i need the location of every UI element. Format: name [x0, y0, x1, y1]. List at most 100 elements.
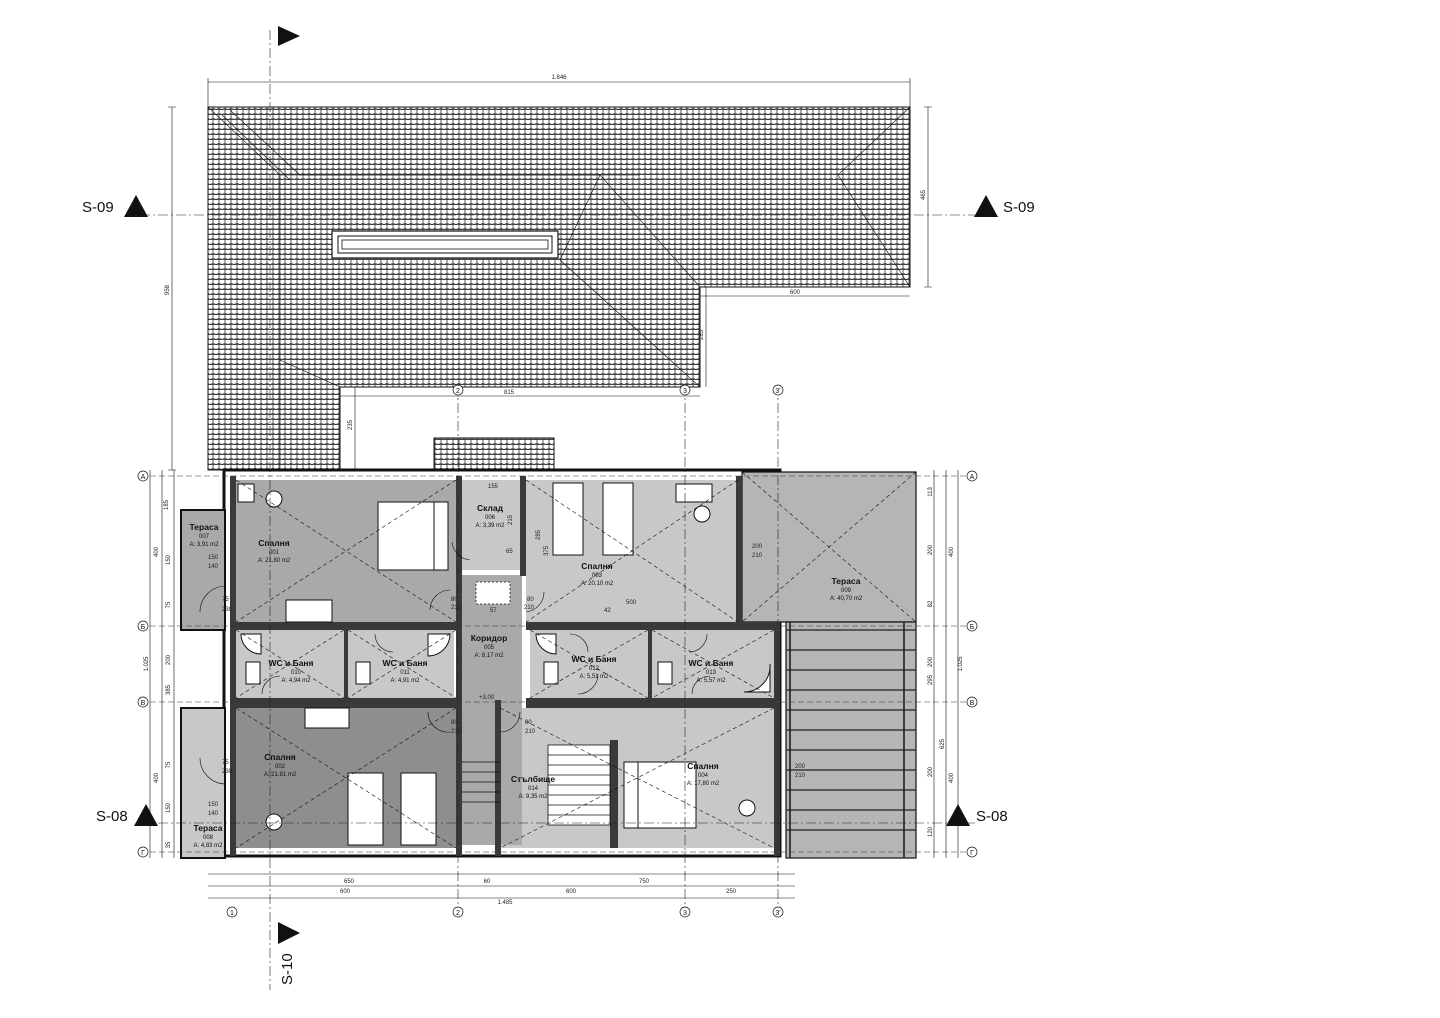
room-name: Тераса [190, 522, 219, 532]
door-mark: 75 [222, 597, 229, 603]
room-number: 010 [291, 670, 302, 676]
axis-label: Б [141, 624, 146, 631]
door-mark: 75 [222, 760, 229, 766]
dim-text: 150 [166, 554, 172, 565]
room-area: A: 8,17 m2 [474, 653, 504, 659]
door-mark: 200 [752, 544, 763, 550]
door-mark: 80 [527, 597, 534, 603]
room-area: A: 4,91 m2 [390, 678, 420, 684]
room-area: A: 40,70 m2 [830, 596, 863, 602]
door-mark: 210 [524, 605, 535, 611]
door-mark: 80 [451, 597, 458, 603]
room-area: A: 17,80 m2 [687, 781, 720, 787]
dim-text: 600 [340, 889, 351, 895]
floor-plate [180, 468, 917, 859]
dim-text: 815 [504, 390, 515, 396]
dim-text: 120 [928, 826, 934, 837]
dim-text: 82 [928, 600, 934, 607]
dim-text: 200 [928, 544, 934, 555]
room-name: Спалня [258, 538, 290, 548]
axis-markers: 2 3 3' 1 2 3 3' А Б В Г А Б В Г [137, 384, 978, 918]
dim-text: 35 [166, 841, 172, 848]
door-mark: 150 [208, 555, 219, 561]
room-number: 009 [841, 588, 852, 594]
door-mark: 210 [795, 773, 806, 779]
room-number: 007 [199, 534, 210, 540]
axis-label: В [141, 700, 146, 707]
level-mark: +3,00 [479, 695, 495, 701]
dim-text: 75 [166, 761, 172, 768]
closet-mark: 375 [544, 545, 550, 556]
dim-text: 400 [949, 546, 955, 557]
room-name: Спалня [687, 761, 719, 771]
door-marks: 80 210 80 210 80 210 80 210 75 230 75 23… [208, 484, 806, 817]
room-number: 001 [269, 550, 280, 556]
room-number: 008 [203, 835, 214, 841]
room-number: 011 [400, 670, 410, 676]
closet-mark: 65 [506, 549, 513, 555]
room-name: Спалня [264, 752, 296, 762]
dim-text: 60 [484, 879, 491, 885]
axis-label: Б [970, 624, 975, 631]
roof [207, 106, 911, 471]
dim-text: 465 [921, 189, 927, 200]
axis-label: Г [970, 850, 974, 857]
door-mark: 80 [451, 720, 458, 726]
room-number: 012 [589, 666, 600, 672]
section-label: S-08 [976, 808, 1008, 825]
dim-text: 235 [348, 419, 354, 430]
dim-text: 625 [940, 738, 946, 749]
section-flag-icon [278, 922, 300, 944]
room-area: A: 5,51 m2 [579, 674, 609, 680]
dim-text: 600 [790, 290, 801, 296]
section-label: S-08 [96, 808, 128, 825]
room-area: A: 4,94 m2 [281, 678, 311, 684]
room-area: A: 5,57 m2 [696, 678, 726, 684]
room-name: WC и Баня [268, 658, 313, 668]
axis-label: 1 [230, 910, 234, 917]
skylight [331, 230, 559, 259]
door-mark: 80 [525, 720, 532, 726]
door-mark: 210 [451, 605, 462, 611]
dim-text: 1.485 [497, 900, 513, 906]
room-name: WC и Баня [382, 658, 427, 668]
room-number: 006 [485, 515, 496, 521]
dim-text: 958 [165, 284, 171, 295]
door-mark: 200 [795, 764, 806, 770]
dim-text: 295 [928, 674, 934, 685]
axis-label: 2 [456, 910, 460, 917]
dim-text: 400 [154, 546, 160, 557]
closet-mark: 57 [490, 608, 497, 614]
room-number: 014 [528, 786, 539, 792]
room-labels: Спалня 001 A: 21,80 m2 Спалня 002 A: 21,… [189, 503, 862, 849]
room-name: Тераса [832, 576, 861, 586]
dim-text: 250 [726, 889, 737, 895]
axis-label: Г [141, 850, 145, 857]
room-area: A: 3,39 m2 [475, 523, 505, 529]
closet-mark: 42 [604, 608, 611, 614]
dim-text: 385 [166, 684, 172, 695]
room-name: Тераса [194, 823, 223, 833]
dim-text: 285 [699, 329, 705, 340]
dim-text: 1.025 [958, 656, 964, 672]
door-mark: 210 [451, 729, 462, 735]
closet-mark: 155 [488, 484, 499, 490]
room-number: 013 [706, 670, 717, 676]
dim-text: 1.846 [551, 75, 567, 81]
dim-text: 1.025 [144, 656, 150, 672]
axis-label: 3' [775, 910, 780, 917]
room-number: 003 [592, 573, 603, 579]
dim-text: 150 [166, 802, 172, 813]
dim-text: 750 [639, 879, 650, 885]
dim-text: 200 [166, 654, 172, 665]
dim-text: 200 [928, 766, 934, 777]
dim-text: 75 [166, 601, 172, 608]
axis-label: 3 [683, 388, 687, 395]
dim-text: 185 [164, 499, 170, 510]
room-number: 004 [698, 773, 709, 779]
room-name: Коридор [471, 633, 508, 643]
pergola [786, 622, 916, 858]
dim-text: 200 [928, 656, 934, 667]
dim-text: 400 [949, 772, 955, 783]
